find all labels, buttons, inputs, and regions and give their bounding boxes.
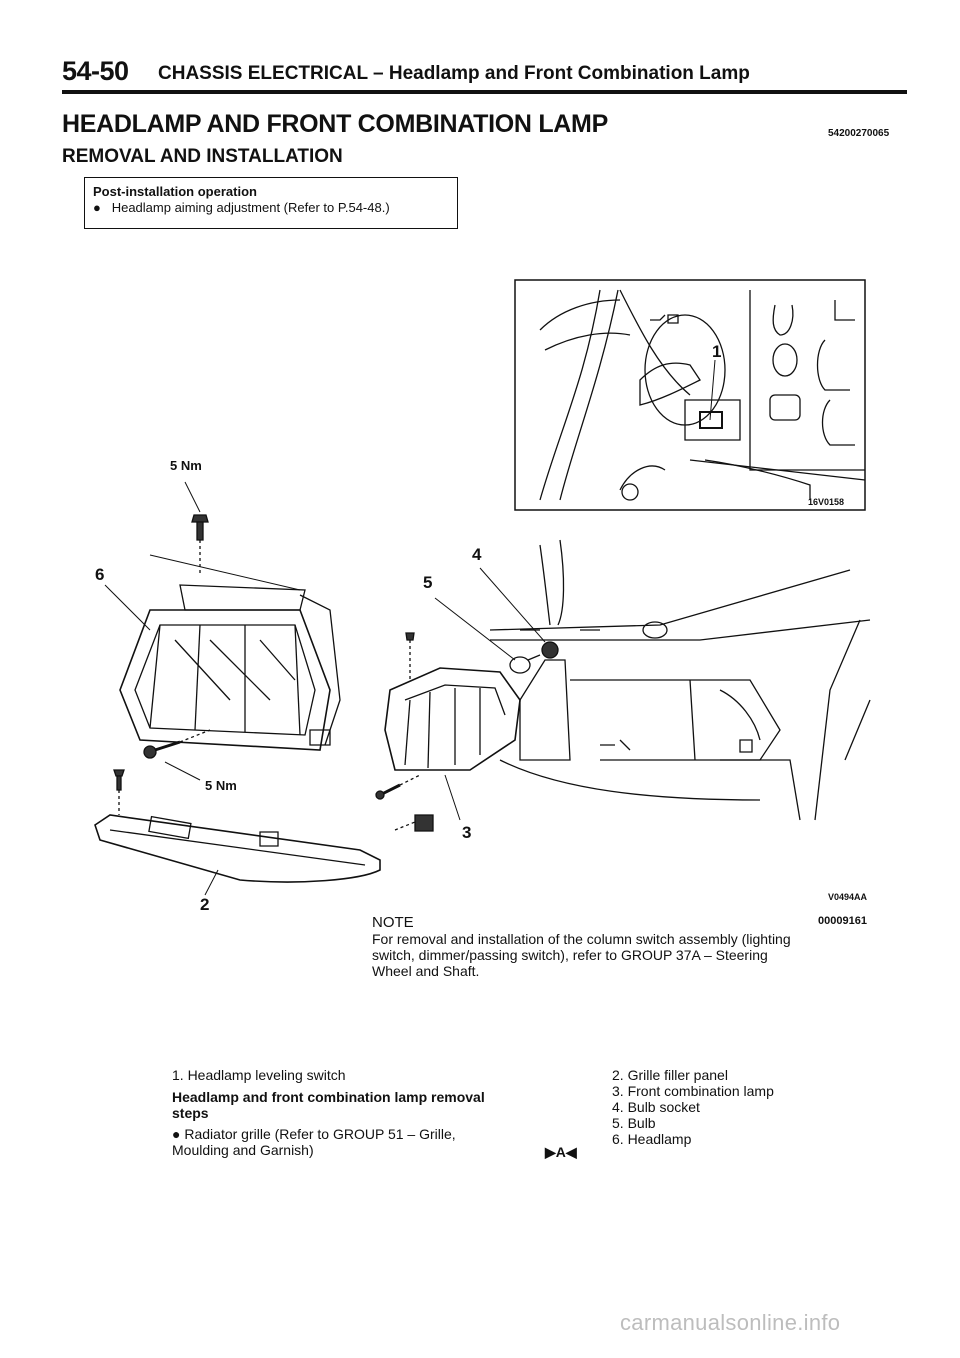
callout-1: 1	[712, 342, 721, 361]
step-item-5: 5. Bulb	[612, 1115, 656, 1131]
figure-code: V0494AA	[828, 892, 868, 902]
step-item-2: 2. Grille filler panel	[612, 1067, 728, 1083]
torque-label-top: 5 Nm	[170, 458, 202, 473]
removal-steps-heading: Headlamp and front combination lamp remo…	[172, 1089, 485, 1121]
vehicle-body	[490, 540, 870, 820]
inset-switch-view: 1 16V0158	[515, 280, 865, 510]
prep-step: ● Radiator grille (Refer to GROUP 51 – G…	[172, 1126, 456, 1158]
step-item-3: 3. Front combination lamp	[612, 1083, 774, 1099]
post-installation-heading: Post-installation operation	[93, 184, 257, 199]
steps-right-column: 2. Grille filler panel 3. Front combinat…	[612, 1067, 872, 1147]
note-heading: NOTE	[372, 914, 414, 931]
headlamp-assembly	[120, 555, 340, 750]
exploded-diagram: 1 16V0158 5 Nm 5 Nm	[0, 270, 960, 910]
grille-filler-panel	[95, 815, 380, 895]
grille-bolt	[114, 770, 124, 815]
torque-label-bottom: 5 Nm	[205, 778, 237, 793]
callout-6: 6	[95, 565, 104, 584]
bullet-icon: ●	[93, 200, 101, 215]
footer-watermark: carmanualsonline.info	[620, 1310, 841, 1335]
headlamp-bolt-top	[192, 515, 208, 575]
callout-3: 3	[462, 823, 471, 842]
page-number: 54-50	[62, 56, 129, 86]
page-subtitle: REMOVAL AND INSTALLATION	[62, 146, 343, 167]
lamp-screw	[376, 775, 433, 831]
callout-2: 2	[200, 895, 209, 910]
note-text: For removal and installation of the colu…	[372, 931, 791, 979]
inset-code: 16V0158	[808, 497, 844, 507]
callout-5: 5	[423, 573, 432, 592]
headlamp-bolt-side	[144, 730, 210, 780]
bulb	[510, 655, 540, 673]
step-item-1: 1. Headlamp leveling switch	[172, 1067, 346, 1083]
post-installation-item: ● Headlamp aiming adjustment (Refer to P…	[93, 200, 390, 215]
header-rule	[62, 90, 907, 94]
callout-4: 4	[472, 545, 482, 564]
steps-left-column: 1. Headlamp leveling switch Headlamp and…	[172, 1067, 502, 1158]
figure-id: 00009161	[818, 915, 867, 927]
document-id: 54200270065	[828, 128, 890, 139]
bullet-icon: ●	[172, 1126, 181, 1142]
front-combination-lamp	[385, 633, 520, 770]
note-block: NOTE For removal and installation of the…	[372, 914, 792, 980]
step-item-4: 4. Bulb socket	[612, 1099, 700, 1115]
step-item-6: 6. Headlamp	[612, 1131, 692, 1147]
bulb-socket	[542, 642, 558, 658]
section-title: CHASSIS ELECTRICAL – Headlamp and Front …	[158, 63, 750, 84]
service-point-marker: ▶A◀	[545, 1144, 577, 1160]
page-title: HEADLAMP AND FRONT COMBINATION LAMP	[62, 110, 608, 138]
post-installation-box: Post-installation operation ● Headlamp a…	[84, 177, 458, 229]
